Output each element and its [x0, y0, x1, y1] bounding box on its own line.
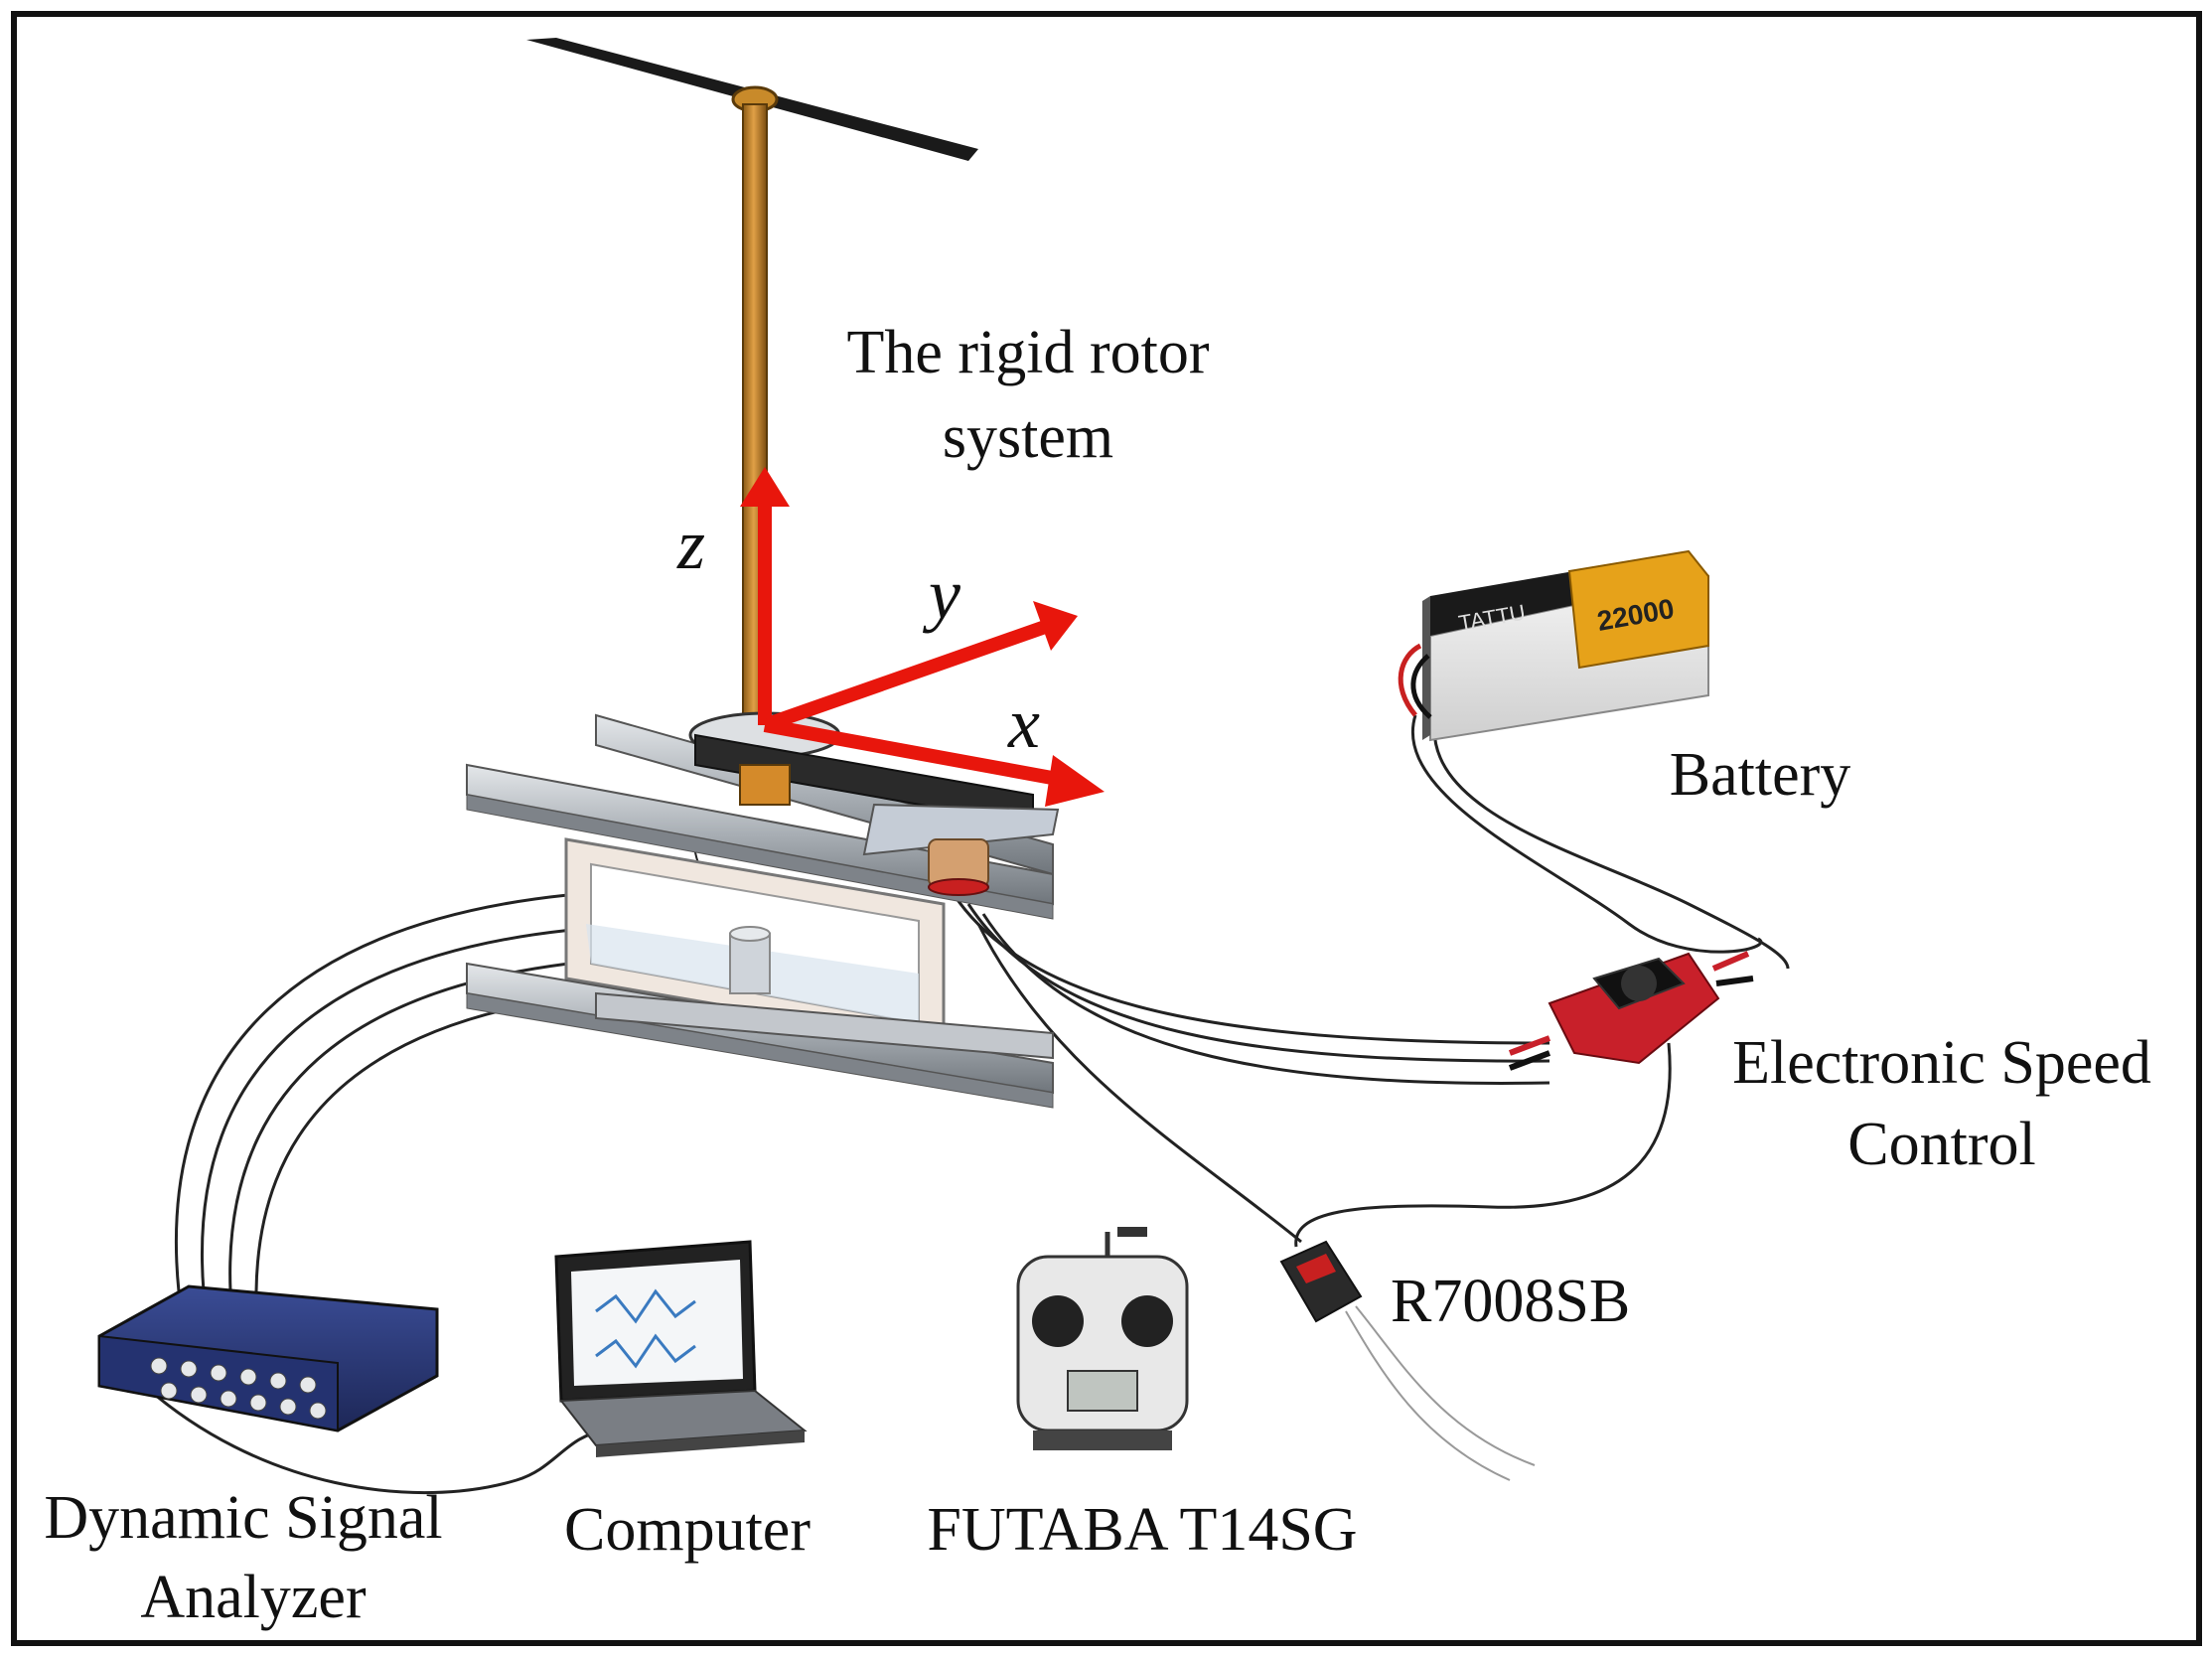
transmitter-futaba-t14sg [1016, 1227, 1189, 1450]
labels: The rigid rotor system Battery Electroni… [44, 319, 2151, 1631]
battery: 22000 TATTU [1398, 549, 1709, 742]
analyzer-label-line2: Analyzer [140, 1564, 367, 1631]
left-stick [1032, 1295, 1084, 1347]
transmitter-screen [1067, 1370, 1138, 1412]
laptop-computer [554, 1240, 808, 1457]
motor-housing [729, 933, 771, 994]
battery-lead-red [1398, 643, 1422, 717]
rotor-system-label-line2: system [943, 403, 1113, 471]
cable-analyzer-rig-1 [175, 887, 676, 1292]
rig-frame [466, 711, 1060, 1109]
x-axis-arrow [763, 718, 1065, 787]
cable-esc-receiver [1294, 1042, 1672, 1248]
figure-border [11, 11, 2202, 1646]
cable-analyzer-computer [137, 1379, 607, 1495]
rotor-system-label-line1: The rigid rotor [846, 319, 1209, 386]
cable-rig-esc-2 [966, 903, 1550, 1063]
esc-label-line1: Electronic Speed [1732, 1029, 2151, 1097]
analyzer-label-line1: Dynamic Signal [44, 1484, 442, 1552]
battery-label-panel [1567, 549, 1709, 670]
battery-label: Battery [1670, 741, 1851, 809]
z-axis-label: z [676, 505, 705, 584]
cable-battery-esc-2 [1432, 716, 1790, 970]
computer-label: Computer [564, 1496, 811, 1564]
coordinate-axes: z y x [676, 467, 1105, 807]
rail-back-bottom [595, 991, 1054, 1060]
coupling [739, 764, 791, 806]
dynamic-signal-analyzer [97, 1284, 439, 1432]
esc [1508, 951, 1754, 1071]
x-axis-label: x [1007, 683, 1040, 763]
battery-lead-black [1410, 654, 1432, 719]
y-axis-label: y [922, 554, 960, 634]
antenna-1 [1345, 1310, 1511, 1481]
esc-label-line2: Control [1847, 1111, 2035, 1178]
cable-rig-receiver [976, 923, 1302, 1244]
transmitter-label: FUTABA T14SG [927, 1496, 1357, 1564]
receiver-label: R7008SB [1391, 1268, 1630, 1335]
cable-battery-esc-1 [1411, 714, 1763, 954]
antenna-2 [1355, 1305, 1536, 1466]
cable-rig-esc-3 [981, 913, 1550, 1085]
receiver-r7008sb [1279, 1240, 1363, 1323]
sensor-arm [862, 803, 1060, 856]
cable-analyzer-rig-3 [228, 954, 716, 1292]
right-stick [1121, 1295, 1173, 1347]
y-axis-arrow [762, 619, 1051, 732]
cable-analyzer-rig-2 [200, 922, 696, 1292]
